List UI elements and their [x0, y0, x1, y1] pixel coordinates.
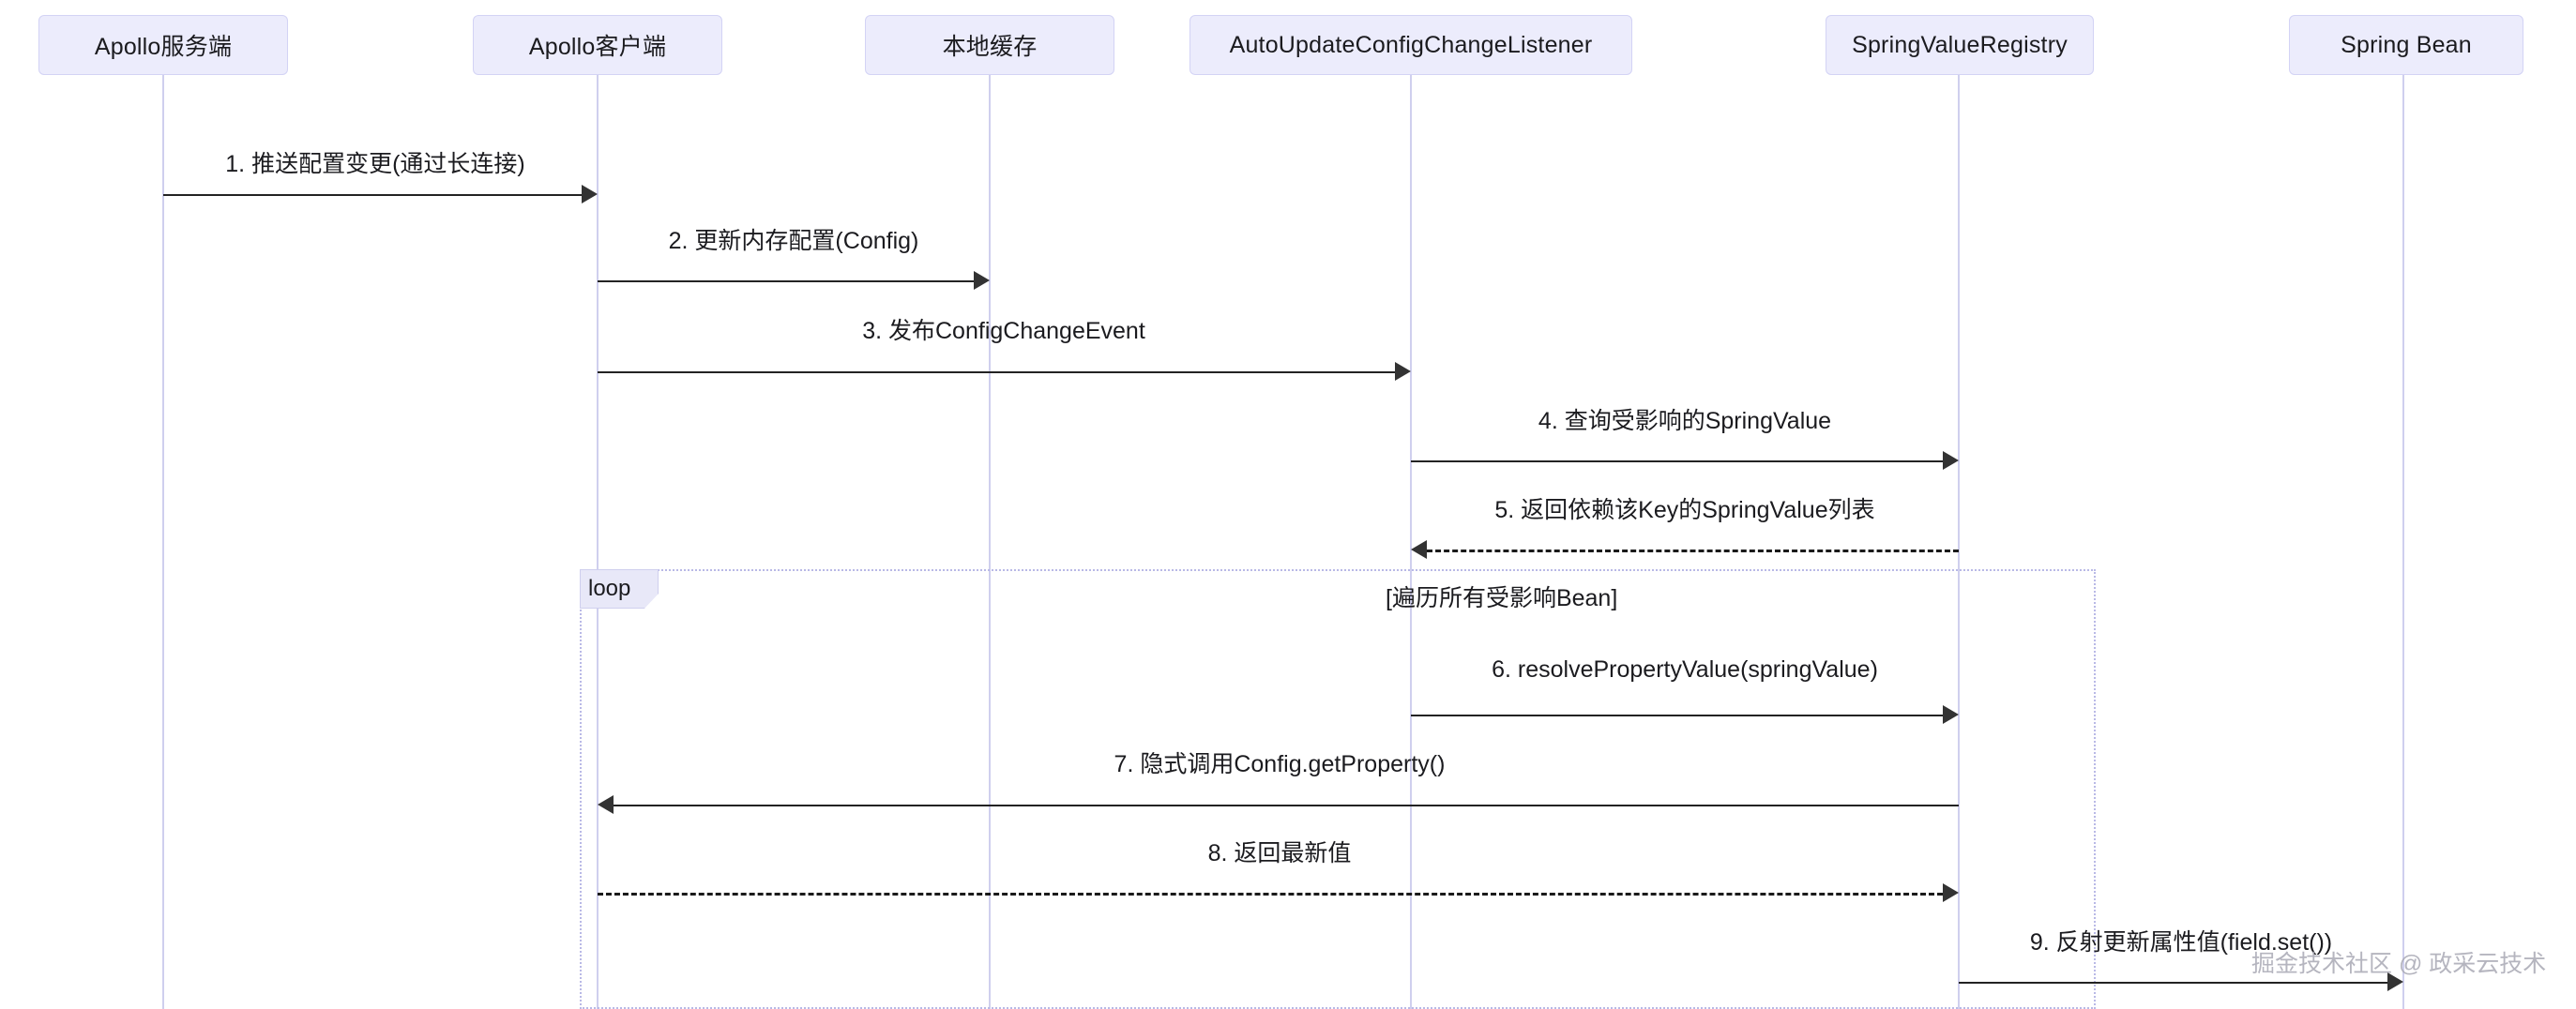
message-5-arrowhead	[1411, 540, 1427, 559]
participant-label: SpringValueRegistry	[1852, 31, 2068, 58]
message-1-label: 1. 推送配置变更(通过长连接)	[225, 151, 525, 177]
message-9-line	[1959, 982, 2387, 984]
message-3-arrowhead	[1395, 362, 1411, 381]
lifeline-apollo-server	[162, 75, 164, 1009]
message-2-arrowhead	[974, 271, 990, 290]
message-1-arrowhead	[582, 185, 598, 203]
loop-fragment-tag: loop	[580, 569, 659, 609]
message-5-line	[1427, 550, 1959, 552]
participant-label: 本地缓存	[942, 34, 1038, 60]
participant-label: Spring Bean	[2341, 31, 2472, 58]
message-4-line	[1411, 460, 1943, 462]
participant-label: Apollo服务端	[94, 34, 233, 60]
participant-apollo-client[interactable]: Apollo客户端	[473, 15, 722, 75]
loop-tag-label: loop	[588, 576, 631, 601]
message-4-label: 4. 查询受影响的SpringValue	[1538, 408, 1832, 434]
lifeline-apollo-client	[597, 75, 599, 1009]
lifeline-spring-value-registry	[1958, 75, 1960, 1009]
message-9-arrowhead	[2387, 972, 2403, 991]
participant-spring-value-registry[interactable]: SpringValueRegistry	[1826, 15, 2094, 75]
message-2-label: 2. 更新内存配置(Config)	[668, 228, 919, 254]
watermark-text: 掘金技术社区 @ 政采云技术	[2251, 951, 2547, 977]
lifeline-local-cache	[989, 75, 991, 1009]
participant-local-cache[interactable]: 本地缓存	[865, 15, 1114, 75]
message-4-arrowhead	[1943, 451, 1959, 470]
message-7-label: 7. 隐式调用Config.getProperty()	[1114, 751, 1446, 777]
message-8-line	[598, 893, 1943, 896]
message-6-label: 6. resolvePropertyValue(springValue)	[1492, 656, 1878, 683]
loop-fragment-condition: [遍历所有受影响Bean]	[1386, 585, 1618, 611]
message-3-label: 3. 发布ConfigChangeEvent	[862, 318, 1145, 344]
message-6-line	[1411, 715, 1943, 716]
participant-spring-bean[interactable]: Spring Bean	[2289, 15, 2523, 75]
message-8-arrowhead	[1943, 883, 1959, 902]
message-6-arrowhead	[1943, 705, 1959, 724]
message-3-line	[598, 371, 1395, 373]
participant-auto-update-listener[interactable]: AutoUpdateConfigChangeListener	[1190, 15, 1632, 75]
message-7-line	[614, 805, 1959, 806]
lifeline-spring-bean	[2402, 75, 2404, 1009]
message-9-label: 9. 反射更新属性值(field.set())	[2029, 929, 2333, 956]
message-5-label: 5. 返回依赖该Key的SpringValue列表	[1494, 497, 1875, 523]
participant-label: AutoUpdateConfigChangeListener	[1229, 31, 1593, 58]
message-7-arrowhead	[598, 795, 614, 814]
participant-label: Apollo客户端	[528, 34, 667, 60]
message-2-line	[598, 280, 974, 282]
message-1-line	[163, 194, 582, 196]
message-8-label: 8. 返回最新值	[1207, 840, 1352, 866]
participant-apollo-server[interactable]: Apollo服务端	[38, 15, 288, 75]
loop-fragment-box	[580, 569, 2096, 1009]
